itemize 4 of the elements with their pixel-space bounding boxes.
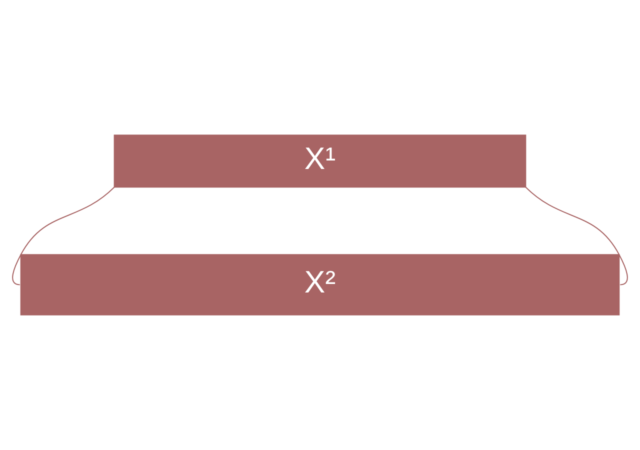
connector	[12, 186, 115, 286]
node-box: X¹	[114, 134, 526, 188]
node-box: X²	[20, 254, 620, 316]
connector	[525, 186, 628, 286]
